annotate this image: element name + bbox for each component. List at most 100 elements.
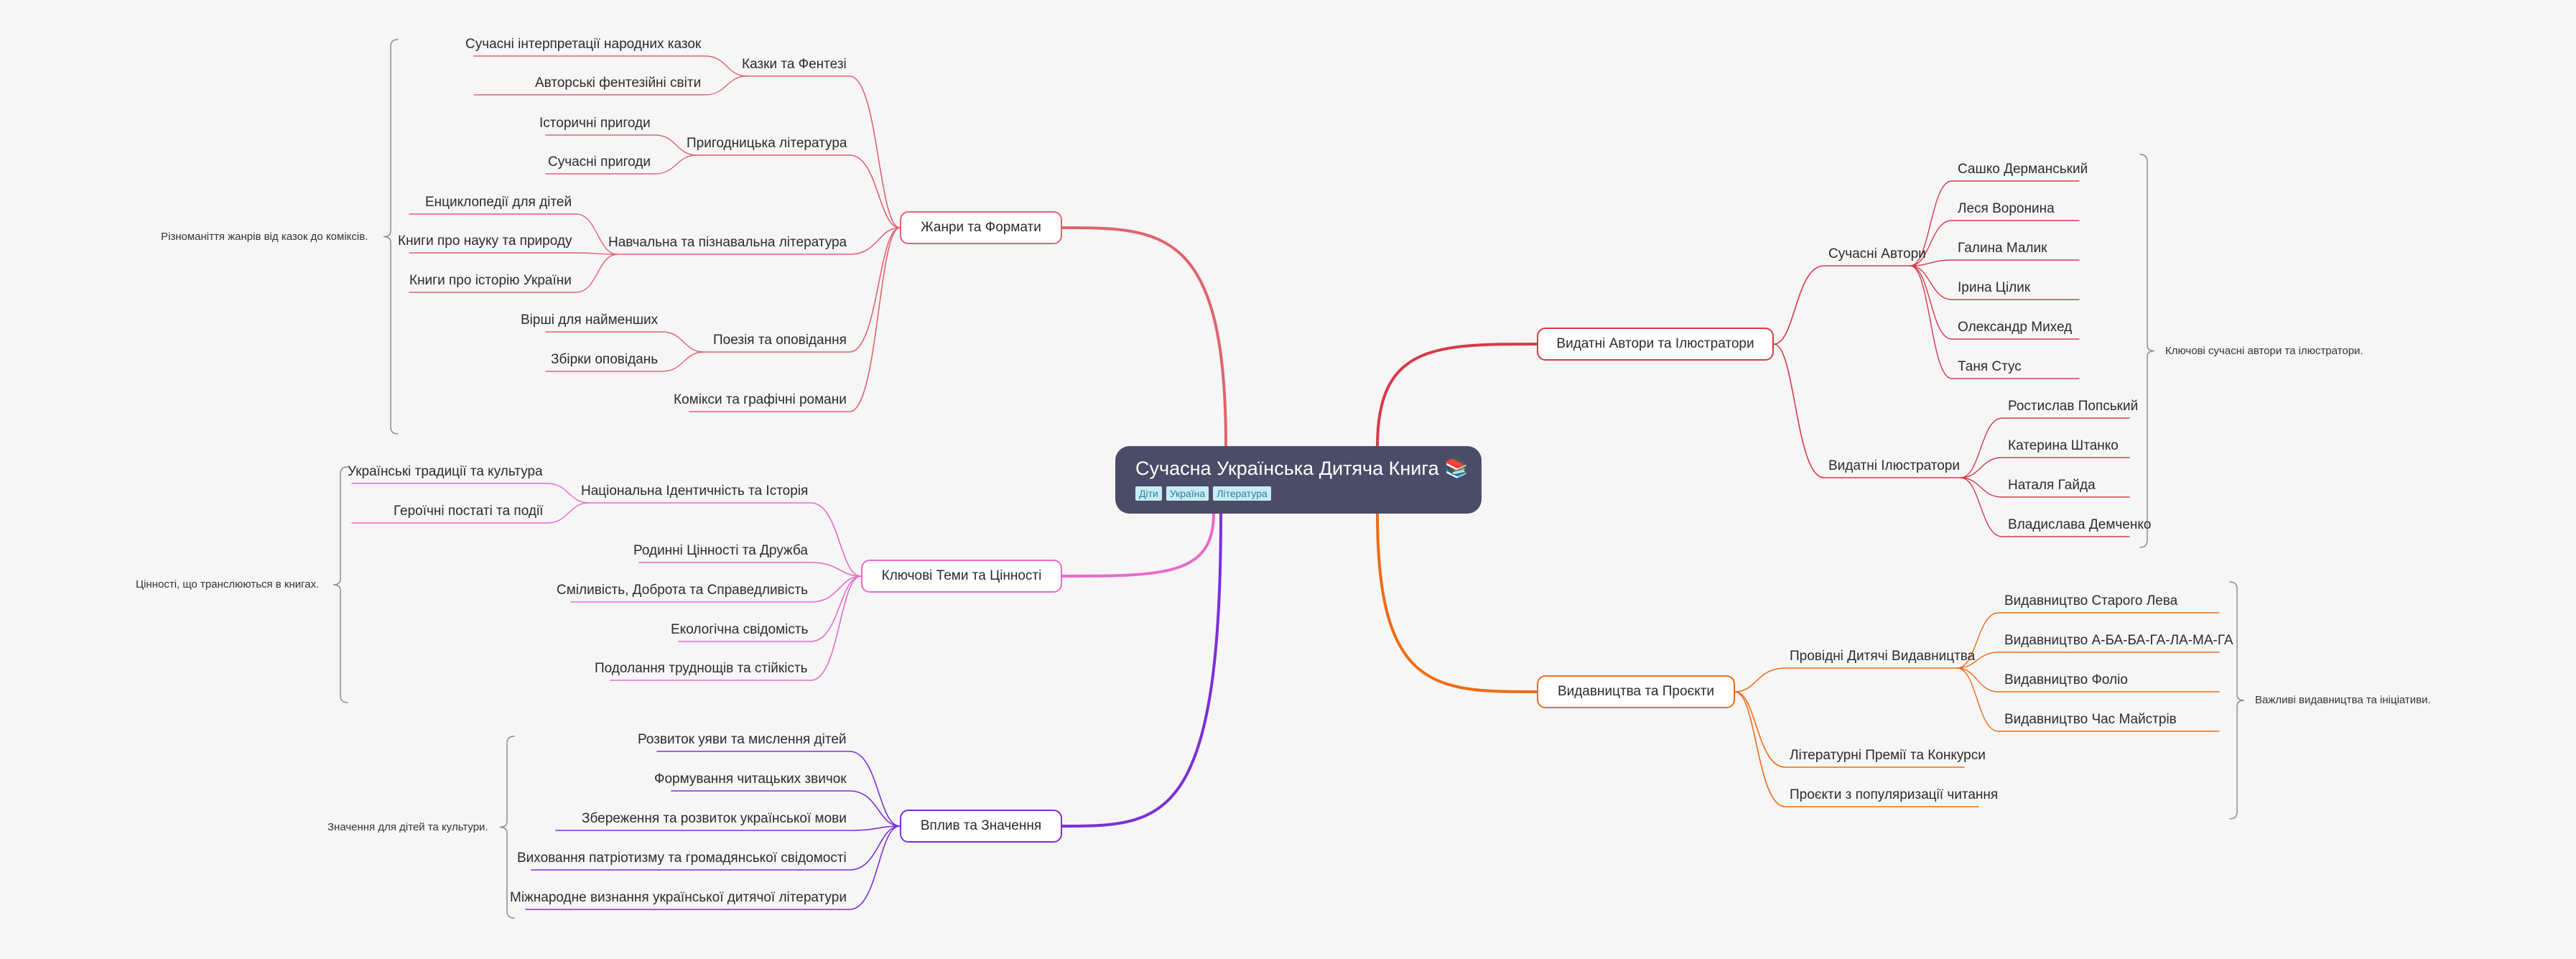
leaf-connector — [473, 75, 748, 96]
subtopic-label[interactable]: Національна Ідентичність та Історія — [581, 483, 809, 499]
leaf-label[interactable]: Наталя Гайда — [2008, 478, 2096, 493]
leaf-label[interactable]: Таня Стус — [1958, 359, 2022, 374]
leaf-label[interactable]: Сучасні пригоди — [548, 154, 651, 170]
subtopic-label[interactable]: Подолання труднощів та стійкість — [595, 661, 808, 676]
subtopic-label[interactable]: Літературні Премії та Конкурси — [1790, 748, 1986, 763]
subtopic-label[interactable]: Екологічна свідомість — [671, 622, 809, 637]
leaf-label[interactable]: Вірші для найменших — [521, 312, 659, 328]
leaf-label[interactable]: Галина Малик — [1958, 241, 2047, 256]
subtopic-connector — [570, 575, 862, 603]
branch-connector — [1061, 226, 1227, 448]
leaf-label[interactable]: Видавництво А-БА-БА-ГА-ЛА-МА-ГА — [2004, 633, 2233, 648]
branch-topic[interactable]: Жанри та Формати — [900, 211, 1062, 244]
branch-topic[interactable]: Вплив та Значення — [900, 810, 1062, 843]
subtopic-label[interactable]: Пригодницька література — [687, 136, 847, 151]
summary-brace — [333, 466, 348, 703]
subtopic-label[interactable]: Поезія та оповідання — [713, 333, 847, 348]
leaf-label[interactable]: Героїчні постаті та події — [394, 504, 544, 519]
summary-label[interactable]: Цінності, що транслюються в книгах. — [136, 578, 320, 590]
subtopic-connector — [531, 825, 901, 871]
leaf-label[interactable]: Олександр Михед — [1958, 320, 2073, 335]
subtopic-connector — [689, 227, 901, 412]
leaf-connector — [545, 331, 705, 353]
subtopic-label[interactable]: Навчальна та пізнавальна література — [608, 235, 847, 250]
subtopic-connector — [555, 825, 901, 831]
subtopic-connector — [588, 502, 862, 577]
leaf-label[interactable]: Видавництво Старого Лева — [2004, 593, 2178, 608]
leaf-label[interactable]: Владислава Демченко — [2008, 517, 2152, 532]
subtopic-connector — [610, 575, 862, 681]
subtopic-connector — [1734, 691, 1979, 807]
summary-brace — [383, 39, 399, 435]
summary-brace — [2139, 154, 2155, 548]
subtopic-connector — [746, 75, 901, 228]
subtopic-connector — [1773, 343, 1961, 478]
root-tag[interactable]: Література — [1213, 486, 1271, 501]
subtopic-label[interactable]: Проєкти з популяризації читання — [1790, 787, 1999, 802]
leaf-connector — [1960, 417, 2130, 478]
leaf-connector — [1910, 265, 2080, 340]
leaf-label[interactable]: Збірки оповідань — [551, 352, 659, 367]
root-tag[interactable]: Діти — [1135, 486, 1162, 501]
summary-brace — [499, 736, 515, 919]
leaf-connector — [1910, 259, 2080, 267]
summary-label[interactable]: Ключові сучасні автори та ілюстратори. — [2165, 344, 2363, 357]
subtopic-label[interactable]: Провідні Дитячі Видавництва — [1790, 649, 1976, 664]
summary-label[interactable]: Значення для дітей та культури. — [327, 820, 488, 833]
root-tag[interactable]: Україна — [1166, 486, 1209, 501]
subtopic-connector — [656, 751, 901, 827]
subtopic-label[interactable]: Міжнародне визнання української дитячої … — [510, 890, 847, 905]
subtopic-label[interactable]: Формування читацьких звичок — [654, 772, 847, 787]
subtopic-connector — [678, 575, 862, 642]
summary-brace — [2229, 581, 2245, 820]
leaf-connector — [1960, 477, 2130, 498]
leaf-label[interactable]: Ірина Цілик — [1958, 280, 2031, 295]
leaf-label[interactable]: Сашко Дерманський — [1958, 162, 2088, 177]
subtopic-connector — [1773, 265, 1911, 345]
subtopic-connector — [703, 227, 901, 353]
leaf-label[interactable]: Авторські фентезійні світи — [535, 75, 702, 91]
leaf-label[interactable]: Ростислав Попський — [2008, 399, 2139, 414]
subtopic-label[interactable]: Сучасні Автори — [1828, 246, 1926, 261]
subtopic-label[interactable]: Казки та Фентезі — [742, 57, 847, 72]
subtopic-connector — [617, 227, 901, 255]
leaf-connector — [545, 154, 697, 175]
leaf-label[interactable]: Книги про науку та природу — [398, 233, 572, 249]
branch-topic[interactable]: Ключові Теми та Цінності — [861, 560, 1062, 593]
leaf-connector — [409, 252, 618, 255]
branch-connector — [1376, 343, 1538, 448]
subtopic-label[interactable]: Родинні Цінності та Дружба — [633, 543, 808, 558]
subtopic-label[interactable]: Сміливість, Доброта та Справедливість — [557, 583, 808, 598]
subtopic-connector — [696, 154, 901, 228]
leaf-connector — [1956, 612, 2220, 669]
branch-topic[interactable]: Видавництва та Проєкти — [1537, 675, 1735, 708]
subtopic-label[interactable]: Виховання патріотизму та громадянської с… — [517, 851, 847, 866]
summary-label[interactable]: Важливі видавництва та ініціативи. — [2255, 694, 2431, 706]
leaf-connector — [1956, 667, 2220, 732]
leaf-label[interactable]: Леся Воронина — [1958, 201, 2055, 216]
leaf-connector — [1910, 220, 2080, 267]
summary-label[interactable]: Різноманіття жанрів від казок до коміксі… — [161, 230, 368, 243]
branch-topic[interactable]: Видатні Автори та Ілюстратори — [1537, 328, 1774, 361]
subtopic-label[interactable]: Комікси та графічні романи — [674, 392, 847, 407]
leaf-label[interactable]: Енциклопедії для дітей — [425, 195, 572, 210]
branch-connector — [1061, 512, 1215, 578]
subtopic-label[interactable]: Розвиток уяви та мислення дітей — [638, 732, 847, 747]
leaf-label[interactable]: Історичні пригоди — [539, 116, 651, 131]
leaf-label[interactable]: Книги про історію України — [409, 273, 572, 288]
subtopic-connector — [525, 825, 901, 910]
leaf-connector — [1910, 180, 2080, 267]
branch-connector — [1376, 512, 1538, 693]
leaf-label[interactable]: Українські традиції та культура — [348, 464, 543, 479]
leaf-label[interactable]: Сучасні інтерпретації народних казок — [465, 37, 702, 52]
leaf-connector — [1910, 265, 2080, 300]
subtopic-label[interactable]: Видатні Ілюстратори — [1828, 458, 1960, 473]
root-topic[interactable]: Сучасна Українська Дитяча Книга 📚 Діти У… — [1115, 446, 1482, 514]
subtopic-connector — [1734, 667, 1958, 692]
leaf-label[interactable]: Видавництво Фоліо — [2004, 672, 2128, 687]
subtopic-label[interactable]: Збереження та розвиток української мови — [582, 811, 847, 826]
leaf-label[interactable]: Видавництво Час Майстрів — [2004, 712, 2177, 727]
leaf-label[interactable]: Катерина Штанко — [2008, 438, 2119, 453]
leaf-connector — [545, 351, 705, 372]
